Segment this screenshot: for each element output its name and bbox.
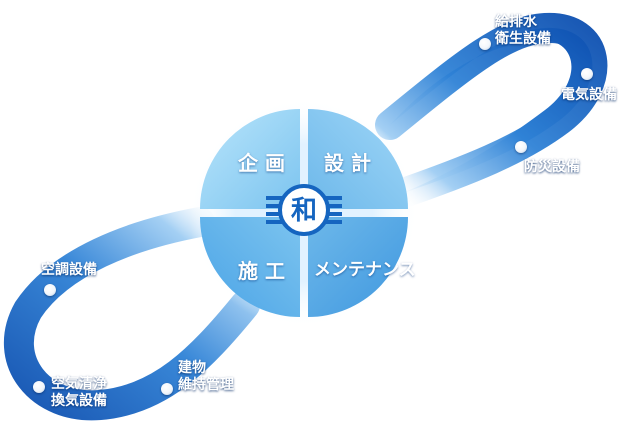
building-node	[161, 383, 173, 395]
air-purify-label: 空気清浄 換気設備	[51, 376, 107, 410]
building-label-line2: 維持管理	[178, 377, 234, 393]
air-purify-label-line2: 換気設備	[51, 393, 107, 409]
aircon-label: 空調設備	[41, 262, 97, 278]
quadrant-bottom-left	[200, 217, 300, 317]
quadrant-top-right	[308, 109, 408, 209]
maintenance-label: メンテナンス	[314, 260, 416, 280]
plumbing-node	[479, 38, 491, 50]
building-label-line1: 建物	[178, 360, 206, 376]
plumbing-label-line2: 衛生設備	[495, 31, 551, 47]
electrical-label: 電気設備	[561, 87, 617, 103]
plumbing-label: 給排水 衛生設備	[495, 14, 551, 48]
disaster-label: 防災設備	[524, 159, 580, 175]
construction-label: 施 工	[238, 259, 285, 283]
quadrant-bottom-right	[308, 217, 408, 317]
building-label: 建物 維持管理	[178, 360, 234, 394]
disaster-node	[515, 141, 527, 153]
logo-character: 和	[291, 196, 317, 226]
air-purify-node	[33, 381, 45, 393]
company-logo: 和	[266, 184, 342, 236]
electrical-node	[581, 68, 593, 80]
aircon-node	[44, 284, 56, 296]
quadrant-top-left	[200, 109, 300, 209]
air-purify-label-line1: 空気清浄	[51, 376, 107, 392]
plan-label: 企 画	[238, 151, 285, 175]
left-loop-outer	[3, 207, 260, 421]
right-loop-outer	[375, 12, 608, 211]
plumbing-label-line1: 給排水	[495, 14, 537, 30]
design-label: 設 計	[324, 151, 371, 175]
